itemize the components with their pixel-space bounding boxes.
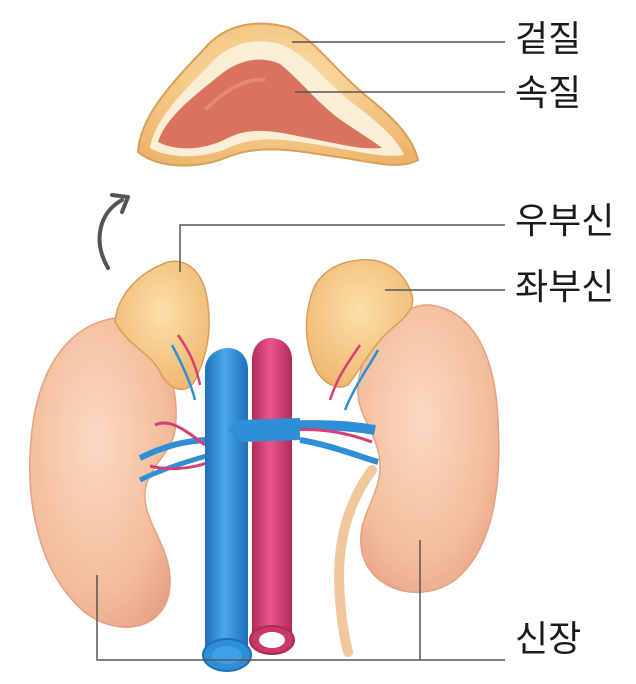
leader-lines xyxy=(96,41,505,661)
adrenal-section-medulla xyxy=(158,59,382,149)
kidneys xyxy=(29,304,500,657)
leader-kidney xyxy=(96,540,505,661)
kidney-left xyxy=(357,304,500,594)
adrenal-cross-section xyxy=(136,22,420,167)
vein xyxy=(202,348,300,672)
adrenal-glands xyxy=(114,259,414,391)
label-left-adrenal: 좌부신 xyxy=(515,267,615,308)
artery xyxy=(249,338,295,655)
left-adrenal-gland xyxy=(305,259,414,388)
leader-right-adrenal xyxy=(179,224,505,272)
ureter xyxy=(334,465,377,657)
label-cortex: 겉질 xyxy=(515,19,582,60)
curved-arrow-icon xyxy=(97,193,130,270)
right-adrenal-gland xyxy=(114,260,210,391)
label-medulla: 속질 xyxy=(515,73,582,114)
adrenal-section-medulla-highlight xyxy=(203,77,266,112)
label-kidney: 신장 xyxy=(515,619,582,660)
label-right-adrenal: 우부신 xyxy=(515,201,615,242)
